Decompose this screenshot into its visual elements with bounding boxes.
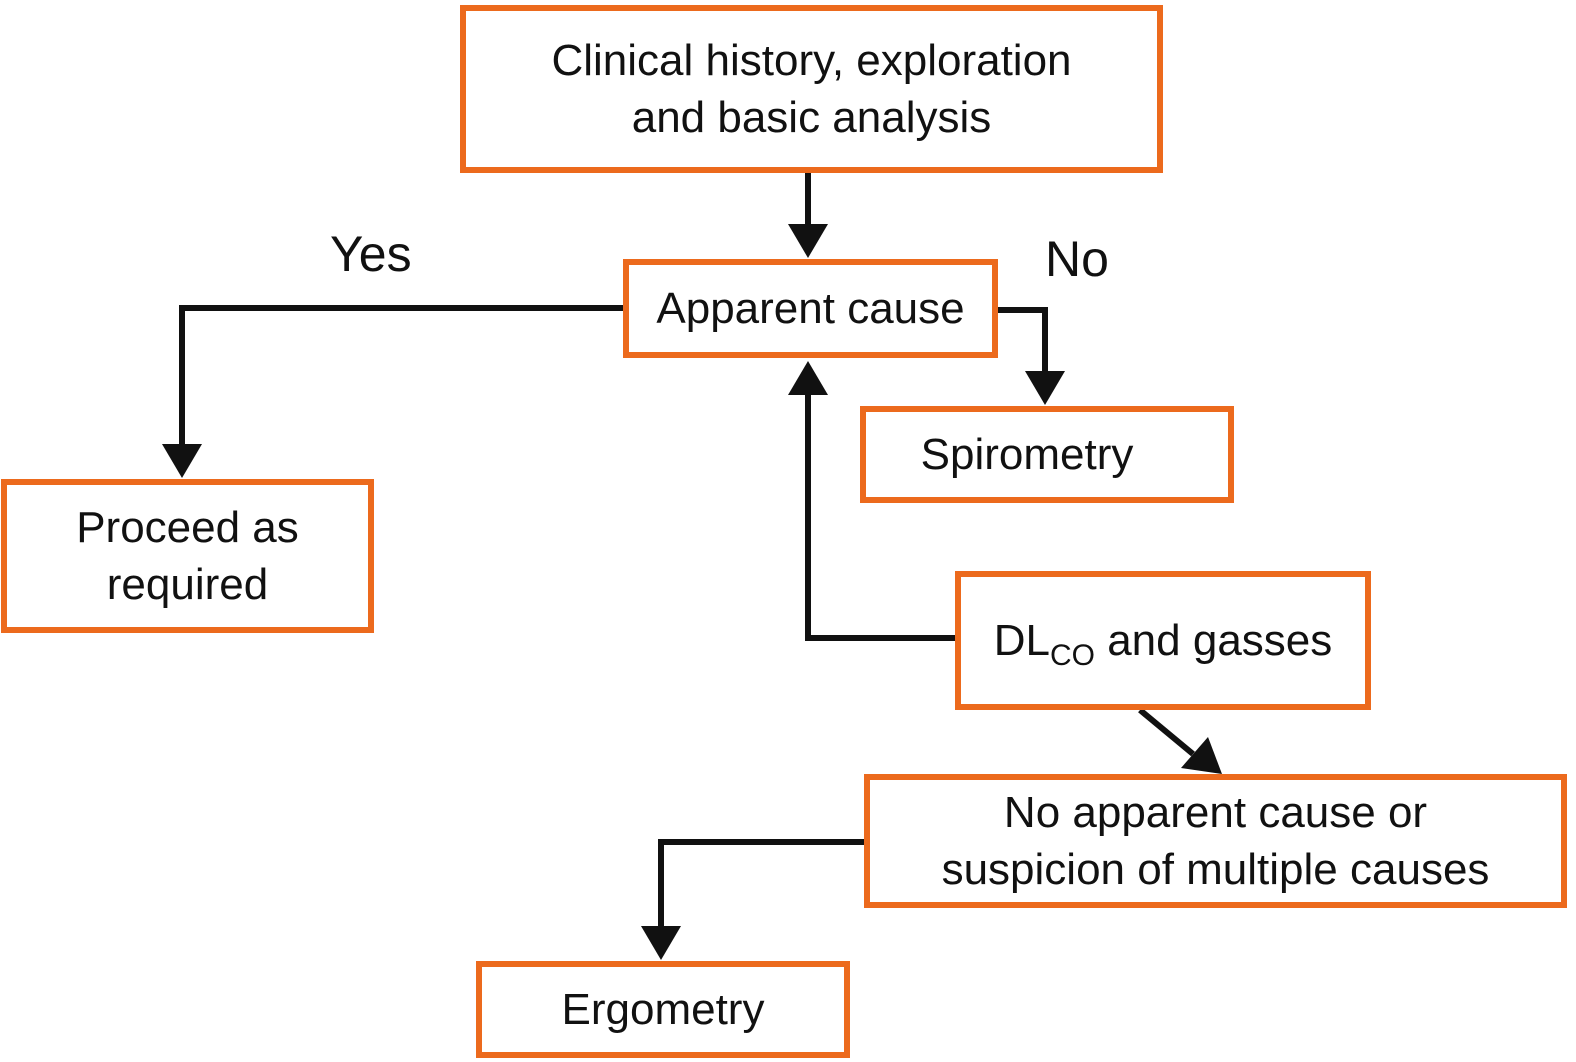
connector-dlco-to-apparent	[805, 393, 955, 641]
arrowhead-to-apparent	[788, 224, 828, 258]
arrowhead-to-spirometry	[1025, 371, 1065, 405]
node-apparent-cause: Apparent cause	[623, 259, 998, 358]
arrowhead-to-ergometry	[641, 926, 681, 960]
node-dlco-rest: and gasses	[1094, 616, 1333, 665]
node-apparent-cause-label: Apparent cause	[656, 284, 965, 333]
connector-noapparent-to-ergometry	[658, 839, 864, 928]
node-dlco-subscript: CO	[1049, 639, 1095, 672]
node-proceed-line2: required	[106, 560, 269, 609]
node-spirometry-label: Spirometry	[920, 430, 1134, 479]
node-no-apparent-cause: No apparent cause or suspicion of multip…	[864, 774, 1567, 908]
arrowhead-to-proceed	[162, 444, 202, 478]
node-spirometry: Spirometry	[860, 406, 1234, 503]
node-no-apparent-line2: suspicion of multiple causes	[941, 845, 1490, 894]
node-proceed-line1: Proceed as	[76, 503, 299, 552]
branch-label-no: No	[1045, 231, 1109, 287]
node-no-apparent-line1: No apparent cause or	[1003, 788, 1428, 837]
node-clinical-history-line1: Clinical history, exploration	[551, 36, 1072, 85]
node-dlco-main: DL	[993, 616, 1050, 665]
node-proceed-as-required: Proceed as required	[1, 479, 374, 633]
branch-label-yes: Yes	[330, 226, 412, 282]
node-clinical-history: Clinical history, exploration and basic …	[460, 5, 1163, 173]
arrowhead-to-noapparent	[1181, 737, 1222, 774]
node-dlco-and-gasses: DLCO and gasses	[955, 571, 1371, 710]
node-ergometry-label: Ergometry	[561, 985, 765, 1034]
connector-apparent-to-spirometry	[998, 307, 1048, 373]
connector-apparent-to-proceed	[179, 305, 623, 446]
node-ergometry: Ergometry	[476, 961, 850, 1058]
node-clinical-history-line2: and basic analysis	[631, 93, 992, 142]
node-dlco-label: DLCO and gasses	[993, 612, 1333, 672]
arrowhead-to-apparent-up	[788, 361, 828, 395]
connector-dlco-to-noapparent	[1138, 707, 1195, 757]
